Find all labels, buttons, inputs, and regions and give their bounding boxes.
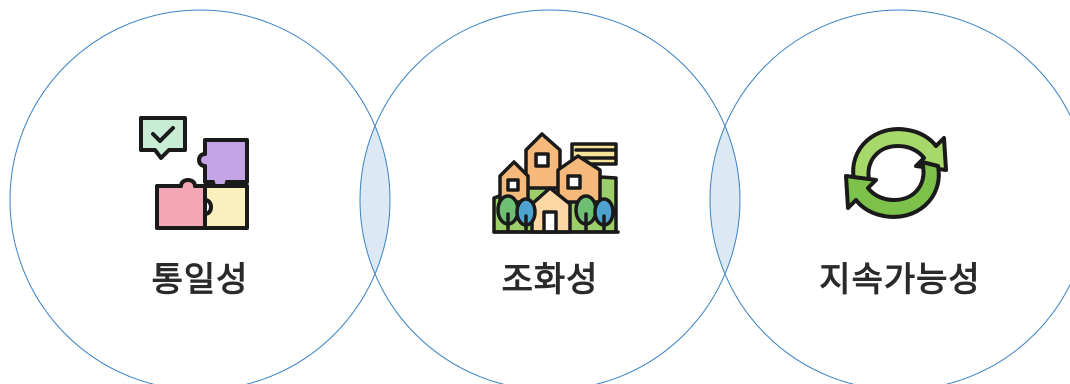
circle-unity [9, 9, 391, 384]
village-icon [492, 132, 620, 234]
label-harmony: 조화성 [501, 260, 599, 300]
circle-harmony [359, 9, 741, 384]
recycle-arrows-icon [844, 127, 948, 219]
puzzle-icon [139, 116, 249, 230]
label-sustainability: 지속가능성 [819, 260, 981, 300]
circle-sustainability [709, 9, 1070, 384]
label-unity: 통일성 [151, 260, 249, 300]
